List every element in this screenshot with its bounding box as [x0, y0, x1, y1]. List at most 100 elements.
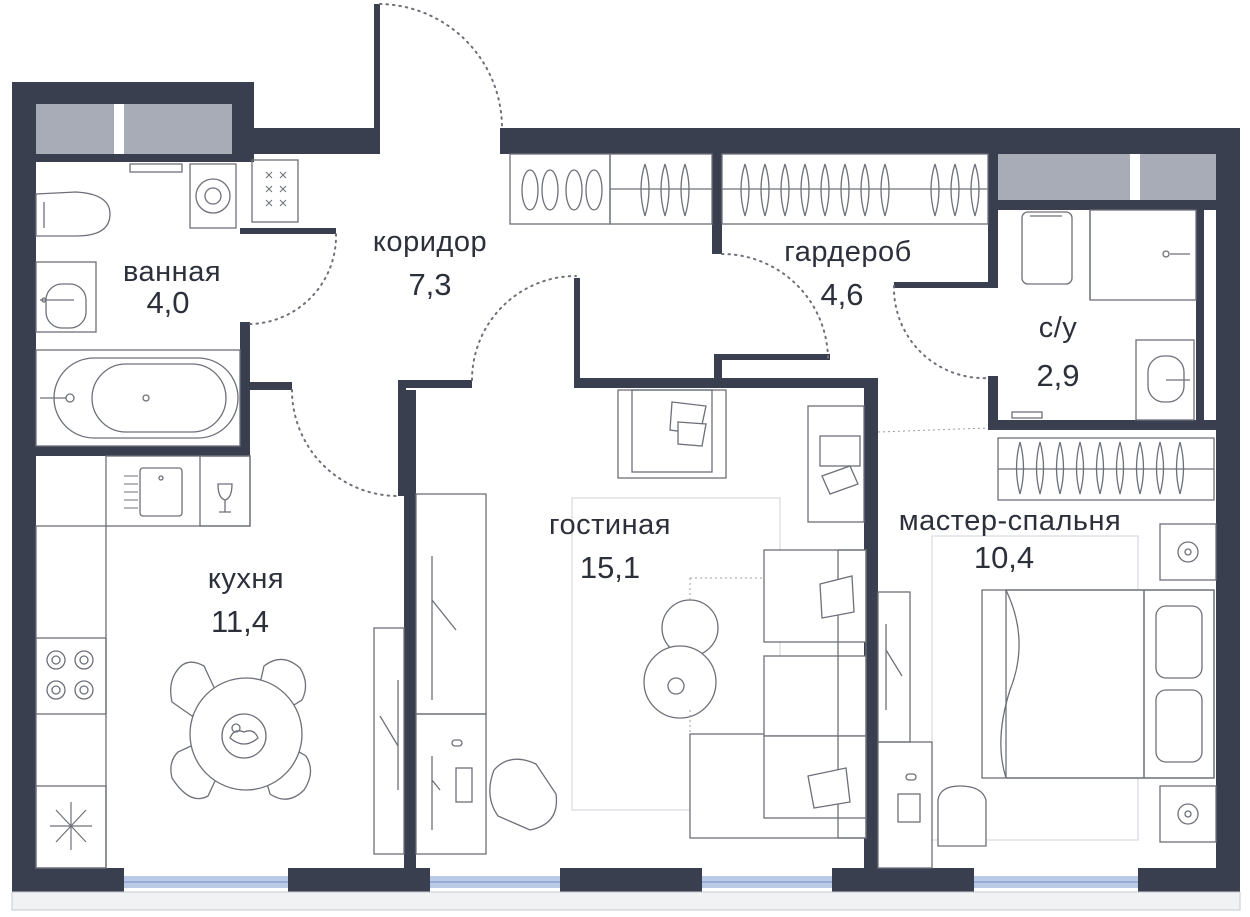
coffee-table-2 [643, 645, 717, 719]
hanger [800, 163, 810, 217]
hanger [1095, 441, 1105, 495]
kitchen-living-wall [404, 390, 416, 868]
outer-wall-bottom-1 [12, 868, 124, 892]
hanger [660, 163, 670, 217]
living-top-wall [574, 378, 878, 388]
nightstand-top [1159, 523, 1217, 581]
hanger [640, 163, 650, 217]
dining-table [170, 658, 312, 800]
room-label-wardrobe: гардероб [784, 236, 911, 268]
wardrobe-left-wall [712, 154, 722, 254]
snowflake-icon [50, 802, 92, 850]
glazing-toilet-1 [998, 154, 1130, 200]
room-area-toilet: 2,9 [1036, 358, 1079, 393]
outer-wall-left [12, 82, 36, 890]
left-shelf [373, 627, 405, 855]
rug [571, 497, 781, 811]
room-area-master: 10,4 [974, 540, 1034, 575]
room-label-master: мастер-спальня [899, 505, 1122, 537]
hanger [860, 163, 870, 217]
bath-corridor-stub [250, 382, 292, 390]
bath-toilet [35, 191, 111, 237]
room-labels: ванная 4,0 коридор 7,3 гардероб 4,6 с/у … [123, 226, 1121, 639]
tv-cabinet [415, 493, 487, 715]
outer-wall-top-corridor [232, 128, 378, 154]
toilet-top-wall [998, 200, 1216, 210]
bath-right-wall [240, 322, 250, 456]
toilet-shaft-wall [1196, 210, 1204, 420]
outer-wall-top-bath [12, 82, 254, 104]
outer-wall-bottom-3 [560, 868, 702, 892]
hanger [930, 163, 940, 217]
bath-sink-counter [35, 261, 97, 333]
top-glazing [36, 104, 1216, 200]
hanger [780, 163, 790, 217]
hanger [1075, 441, 1085, 495]
room-area-kitchen: 11,4 [211, 604, 269, 639]
bath-corridor-wall-top [240, 228, 336, 234]
hanger [970, 163, 980, 217]
room-area-bathroom: 4,0 [146, 285, 189, 320]
nightstand-bottom [1159, 785, 1217, 843]
hanger [760, 163, 770, 217]
office-chair [489, 758, 558, 831]
living-door-swing [471, 275, 577, 381]
hanger [1035, 441, 1045, 495]
bath-sink [45, 283, 87, 329]
outer-wall-bottom-4 [832, 868, 974, 892]
bathtub [35, 349, 241, 447]
master-opening [877, 427, 989, 433]
toilet-fixtures [1011, 209, 1197, 421]
balcony-strip [11, 891, 1241, 911]
living-top-left-wall [398, 380, 472, 388]
bottom-windows [11, 876, 1241, 911]
room-area-living: 15,1 [580, 550, 640, 585]
hanger [820, 163, 830, 217]
wardrobe-bottom-stub [714, 354, 722, 384]
living-master-wall [864, 378, 878, 868]
hanger [1135, 441, 1145, 495]
toilet-left-wall-top [988, 154, 998, 288]
room-label-bathroom: ванная [123, 256, 221, 288]
bath-inner-top [36, 154, 240, 162]
hob [35, 637, 107, 715]
bathroom-door-swing [249, 233, 338, 325]
toilet-left-wall-bottom [988, 376, 998, 430]
hanger [1115, 441, 1125, 495]
toilet-rail [1011, 411, 1043, 419]
dishwasher [199, 455, 251, 527]
kitchen-door-swing [291, 389, 399, 497]
entrance-door-swing [379, 3, 503, 129]
room-area-wardrobe: 4,6 [820, 277, 863, 312]
glazing-toilet-2 [1140, 154, 1216, 200]
outer-wall-top-right [500, 128, 1240, 154]
bed [981, 589, 1215, 779]
wardrobe-toilet-wall [894, 282, 990, 288]
shoe-cabinet [251, 159, 299, 223]
door-swings [249, 3, 989, 497]
wardrobe-bottom-wall [714, 354, 830, 360]
bathroom-fixtures [35, 163, 241, 447]
hanger [1055, 441, 1065, 495]
room-area-corridor: 7,3 [408, 267, 451, 302]
bedroom-chair [937, 785, 987, 847]
hanger [950, 163, 960, 217]
bath-kitchen-wall [36, 446, 250, 456]
kitchen-sink [139, 467, 183, 517]
washing-machine [189, 163, 237, 229]
towel-rail [129, 163, 183, 173]
outer-wall-bottom-2 [288, 868, 430, 892]
shower [1089, 209, 1197, 301]
bedroom-desk [877, 741, 933, 869]
living-door-jamb [398, 380, 406, 496]
toilet-door-swing [892, 285, 989, 380]
hanger [1155, 441, 1165, 495]
glazing-bath-2 [124, 104, 232, 154]
outer-wall-right [1216, 128, 1240, 890]
hanger [1015, 441, 1025, 495]
master-bedroom-furniture [877, 437, 1217, 869]
room-label-toilet: с/у [1039, 312, 1078, 344]
room-label-corridor: коридор [373, 226, 487, 258]
toilet-sink-counter [1135, 339, 1195, 421]
shoe-rack [509, 153, 611, 225]
